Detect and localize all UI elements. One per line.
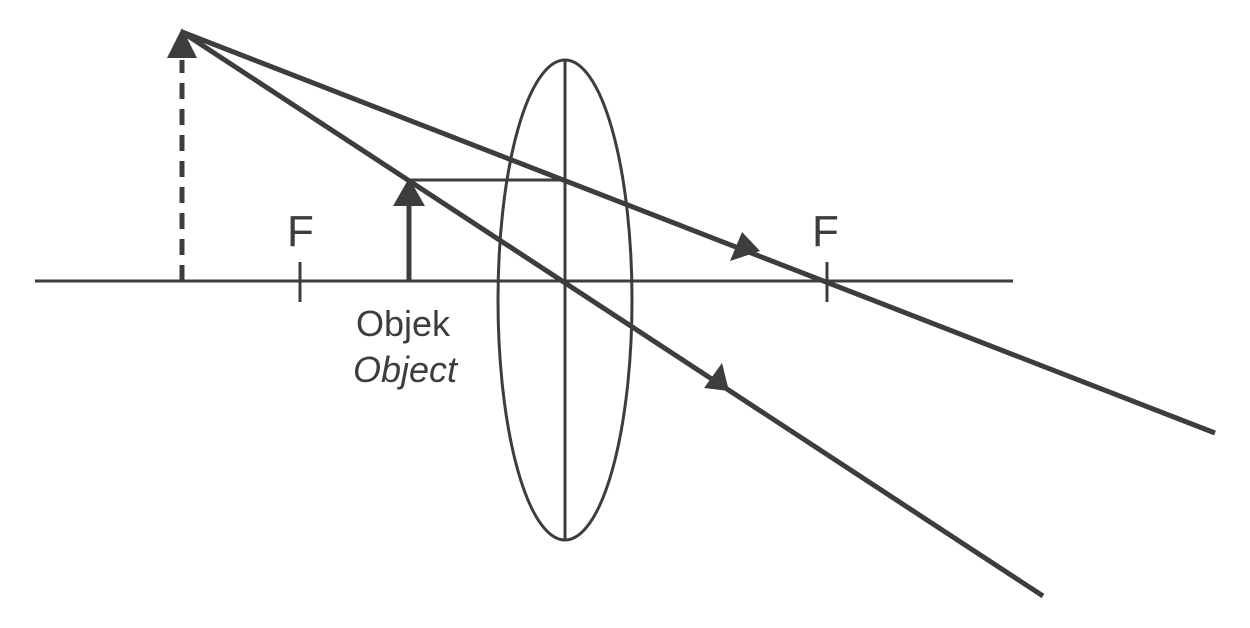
virtual-image-arrowhead xyxy=(167,28,197,58)
object-arrowhead xyxy=(393,178,425,206)
ray-direction-arrowhead-upper xyxy=(730,232,760,261)
ray-through-optical-centre xyxy=(180,29,1045,599)
ray-direction-arrowhead-lower xyxy=(704,363,729,391)
object-label-english: Object xyxy=(353,349,458,390)
focal-point-right-label: F xyxy=(812,207,839,256)
focal-point-left-label: F xyxy=(287,207,314,256)
object-label-malay: Objek xyxy=(356,303,451,344)
refracted-ray-through-focus xyxy=(181,29,1216,436)
